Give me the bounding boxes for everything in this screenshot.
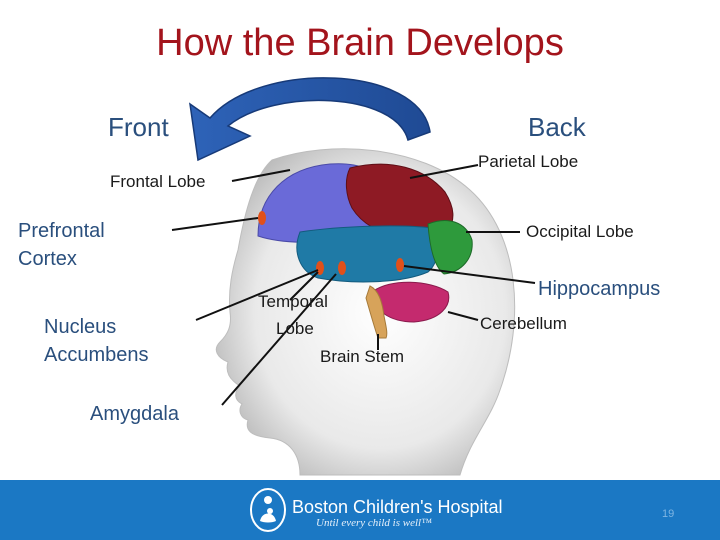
front-label: Front [108,112,169,142]
temporal-lobe-label-line1: Temporal [258,292,328,311]
hippocampus-leader [403,265,536,284]
frontal-lobe-label: Frontal Lobe [110,172,206,191]
hippocampus-label: Hippocampus [538,278,661,300]
nucleus-accumbens-label-line2: Accumbens [44,344,149,366]
cerebellum-label: Cerebellum [480,314,567,333]
nucleus-accumbens-leader [195,269,319,321]
amygdala-label: Amygdala [90,403,179,425]
brain-stem-label: Brain Stem [320,347,405,366]
back-label: Back [528,112,586,142]
prefrontal-cortex-label-line2: Cortex [18,248,77,270]
prefrontal-leader [171,217,259,231]
prefrontal-cortex-label-line1: Prefrontal [18,220,105,242]
frontal-lobe-leader [231,169,291,182]
parietal-lobe-leader [409,164,479,179]
cerebellum-leader [447,311,479,321]
temporal-lobe-label-line2: Lobe [276,319,314,338]
occipital-lobe-label: Occipital Lobe [526,222,634,241]
brand-tagline: Until every child is well™ [316,517,432,529]
hospital-logo-icon [250,488,286,532]
amygdala-leader [221,273,337,406]
page-number: 19 [662,508,675,520]
occipital-lobe-region [427,220,473,275]
cerebellum-region [371,281,450,323]
footer-bar [0,480,720,540]
direction-arrow [189,77,431,162]
brain-stem-region [365,285,388,339]
brand-name: Boston Children's Hospital [292,497,503,517]
hippocampus-marker [396,258,404,272]
temporal-marker [316,261,324,275]
prefrontal-marker [258,211,266,225]
amygdala-marker [338,261,346,275]
page-title: How the Brain Develops [156,22,564,64]
temporal-lobe-leader [289,271,319,301]
brain-diagram [171,77,536,476]
nucleus-accumbens-label-line1: Nucleus [44,316,117,338]
parietal-lobe-label: Parietal Lobe [478,152,579,171]
